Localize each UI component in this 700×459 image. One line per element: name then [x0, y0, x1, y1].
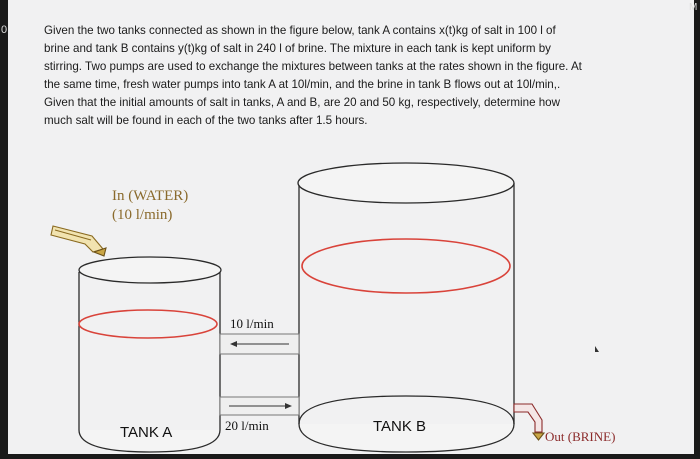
tank-a-liquid-level	[78, 309, 218, 339]
inflow-rate-label: (10 l/min)	[112, 207, 173, 223]
top-pipe	[219, 333, 300, 355]
outflow-label: Out (BRINE)	[545, 429, 616, 444]
tank-b-label: TANK B	[373, 418, 427, 435]
top-pipe-rate-label: 10 l/min	[230, 316, 274, 331]
problem-line: Given the two tanks connected as shown i…	[44, 24, 556, 37]
inflow-arrow-icon	[92, 247, 107, 257]
stray-mark	[595, 346, 599, 352]
problem-page	[8, 0, 694, 454]
problem-line: brine and tank B contains y(t)kg of salt…	[44, 42, 551, 55]
tank-a	[78, 256, 222, 453]
problem-line: stirring. Two pumps are used to exchange…	[44, 60, 582, 73]
problem-line: Given that the initial amounts of salt i…	[44, 96, 560, 109]
problem-line: the same time, fresh water pumps into ta…	[44, 78, 561, 91]
tank-b-liquid-level	[301, 238, 511, 294]
tank-a-label: TANK A	[120, 424, 173, 441]
left-edge-mark: 0	[1, 24, 8, 36]
bottom-pipe	[219, 396, 300, 416]
outflow-pipe	[513, 403, 546, 441]
inflow-label: In (WATER) (10 l/min)	[112, 187, 188, 225]
inflow-label-line: In (WATER)	[112, 188, 189, 204]
outflow-arrow-icon	[531, 432, 546, 441]
left-arrowhead-icon	[230, 341, 237, 347]
right-edge-mark: M	[689, 2, 698, 13]
inflow-pipe	[50, 225, 107, 257]
problem-statement: Given the two tanks connected as shown i…	[44, 22, 664, 130]
tank-b	[297, 162, 515, 453]
bottom-pipe-rate-label: 20 l/min	[225, 418, 269, 433]
right-arrowhead-icon	[285, 403, 292, 409]
problem-line: much salt will be found in each of the t…	[44, 114, 368, 127]
